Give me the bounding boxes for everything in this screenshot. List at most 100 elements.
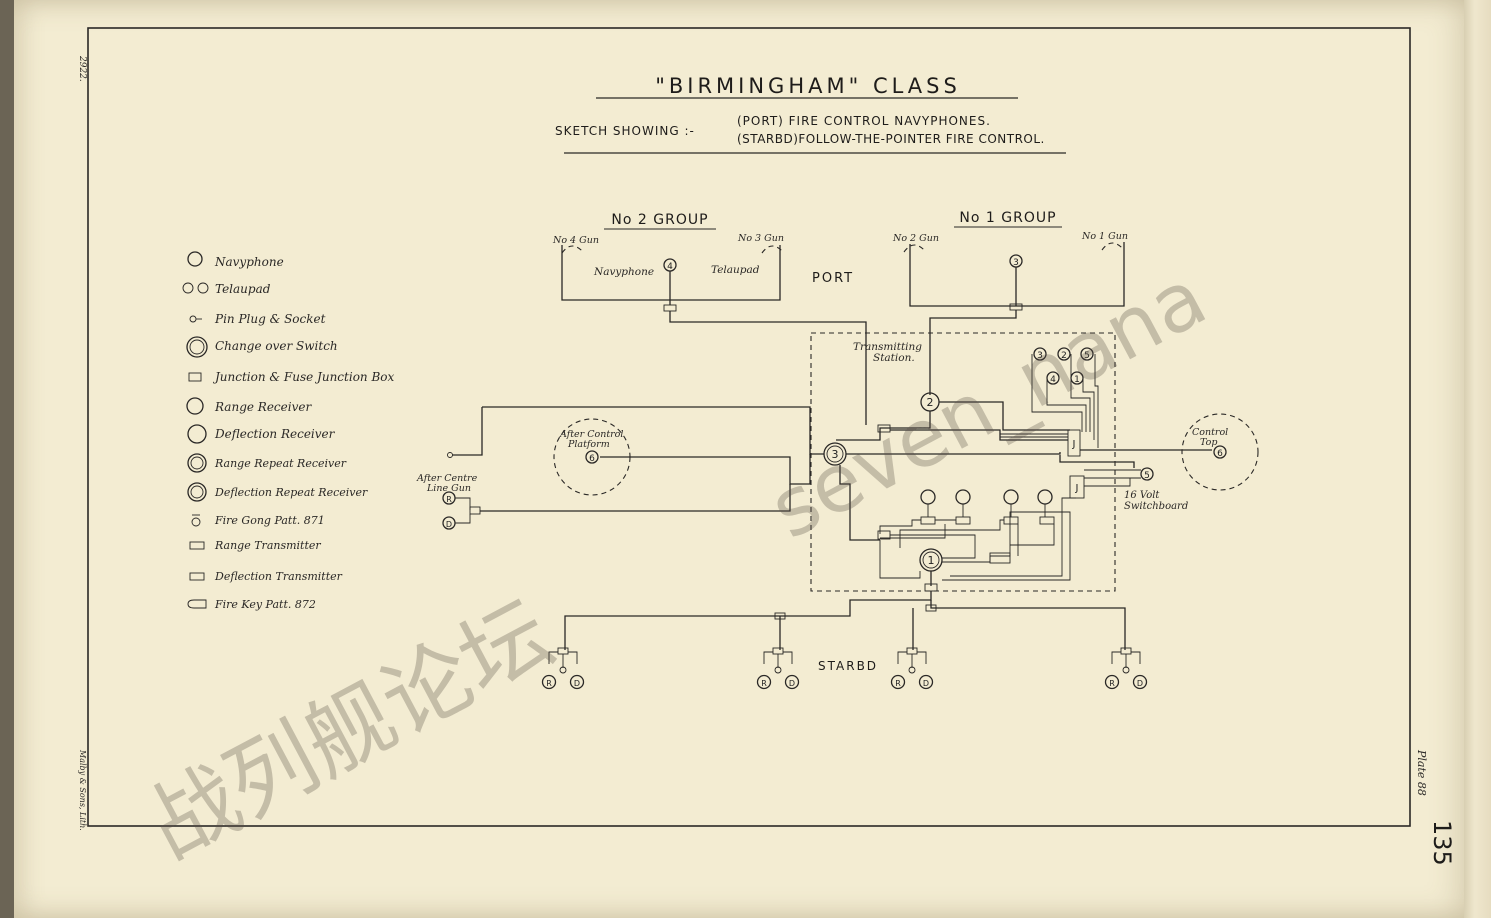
fire-gong-icon: [774, 666, 782, 674]
control-top-label-2: Top: [1200, 437, 1217, 448]
group-1-heading: No 1 GROUP: [959, 210, 1056, 226]
station-wire: [836, 411, 931, 441]
legend-label: Deflection Transmitter: [214, 570, 343, 583]
range-receiver-icon: [756, 674, 772, 690]
node-label: 5: [1084, 351, 1090, 361]
junction-box-j: [1069, 475, 1085, 499]
transmitter-wire: [879, 519, 1004, 548]
fire-gong-icon: [908, 666, 916, 674]
node-label: 3: [832, 448, 839, 461]
fire-gong-icon: [559, 666, 567, 674]
range-transmitter-icon: [920, 516, 936, 525]
range-repeat-receiver-icon: [187, 453, 207, 473]
transmitting-station-label-2: Station.: [873, 352, 915, 364]
no2-gun-label: No 2 Gun: [892, 233, 939, 244]
receiver-wire: [1031, 354, 1083, 432]
receiver-wire: [1082, 378, 1095, 440]
legend-label: Telaupad: [215, 282, 271, 296]
control-top: 6 Control Top: [1181, 413, 1259, 491]
node-label: D: [1137, 679, 1143, 688]
station-wire: [929, 310, 1017, 395]
node-label: 5: [1144, 471, 1150, 481]
navyphone-icon: [187, 251, 203, 267]
junction-box-icon: [469, 506, 481, 515]
node-label: D: [923, 679, 929, 688]
node-label: J: [1075, 483, 1079, 494]
telaupad-icon: [182, 282, 209, 294]
diagram-title: "BIRMINGHAM" CLASS: [655, 74, 961, 98]
gun-wire: [480, 484, 791, 512]
no4-gun-label: No 4 Gun: [552, 235, 599, 246]
gun-arc: [903, 244, 927, 253]
node-label: D: [446, 520, 452, 529]
receiver-wire: [1046, 378, 1087, 432]
station-wire: [879, 540, 921, 579]
plate-number: Plate 88: [1415, 749, 1428, 796]
fire-gong-icon: [1122, 666, 1130, 674]
range-receiver-icon: [186, 397, 204, 415]
node-label: 3: [1037, 351, 1043, 361]
receiver-icon: [1057, 347, 1071, 361]
after-centre-label-2: Line Gun: [426, 483, 471, 494]
deflection-transmitter-icon: [955, 516, 971, 525]
station-wiring: 2 3 2 5 4 1 J J 5 16 Volt Switchboard: [482, 310, 1212, 592]
range-transmitter-icon: [1003, 516, 1019, 525]
node-label: 4: [667, 262, 673, 272]
watermark-cn: 战列舰论坛: [132, 581, 569, 879]
node-label: 3: [1013, 258, 1019, 268]
gun-arc: [761, 245, 785, 254]
after-control-label: After Control: [559, 429, 623, 440]
node-label: R: [895, 679, 901, 688]
navyphone-6-icon: [1213, 445, 1227, 459]
gun-arc: [561, 245, 585, 254]
receiver-icon: [1080, 347, 1094, 361]
switchboard-label-2: Switchboard: [1124, 501, 1188, 512]
port-label: PORT: [812, 271, 854, 286]
deflection-receiver-icon: [918, 674, 934, 690]
deflection-repeat-receiver-icon: [187, 482, 207, 502]
starboard-distribution: STARBD: [564, 591, 1126, 673]
deflection-receiver-icon: [187, 424, 207, 444]
receiver-icon: [1033, 347, 1047, 361]
junction-box-icon: [989, 552, 1011, 564]
range-repeat-receiver-icon: [1003, 489, 1019, 505]
fire-key-icon: [187, 599, 207, 609]
legend-label: Change over Switch: [215, 339, 338, 353]
deflection-repeat-receiver-icon: [955, 489, 971, 505]
junction-box-icon: [877, 424, 891, 433]
junction-box-icon: [557, 647, 569, 655]
telaupad-label: Telaupad: [711, 264, 760, 276]
station-wire: [890, 429, 1068, 441]
plate-border: [87, 27, 1411, 827]
range-receiver-icon: [541, 674, 557, 690]
node-label: D: [789, 679, 795, 688]
node-label: R: [761, 679, 767, 688]
range-repeat-receiver-icon: [920, 489, 936, 505]
group-2-heading: No 2 GROUP: [611, 212, 708, 228]
navyphone-label: Navyphone: [593, 266, 654, 278]
deflection-transmitter-icon: [189, 572, 205, 581]
node-label: 4: [1050, 375, 1056, 385]
port-group-1: No 2 Gun No 1 Gun 3: [892, 231, 1128, 311]
gun-wire: [548, 651, 578, 668]
station-wire: [1000, 433, 1068, 438]
gun-wire: [452, 407, 483, 456]
legend-label: Pin Plug & Socket: [214, 312, 326, 326]
after-centre-line-gun: After Centre Line Gun R D: [416, 407, 791, 530]
junction-box-icon: [663, 304, 677, 312]
range-receiver-icon: [1104, 674, 1120, 690]
node-label: 6: [589, 454, 595, 464]
node-label: 6: [1217, 449, 1223, 459]
sketch-showing-label: SKETCH SHOWING :-: [555, 124, 695, 138]
receiver-wire: [1070, 354, 1091, 432]
control-top-label: Control: [1192, 427, 1228, 438]
book-binding: [1464, 0, 1491, 918]
station-wire: [890, 534, 976, 559]
pin-plug-icon: [189, 315, 202, 323]
station-wire: [482, 406, 824, 455]
junction-box-icon: [906, 647, 918, 655]
range-transmitter-icon: [189, 541, 205, 550]
pin-plug-icon: [447, 452, 453, 458]
node-label: D: [574, 679, 580, 688]
